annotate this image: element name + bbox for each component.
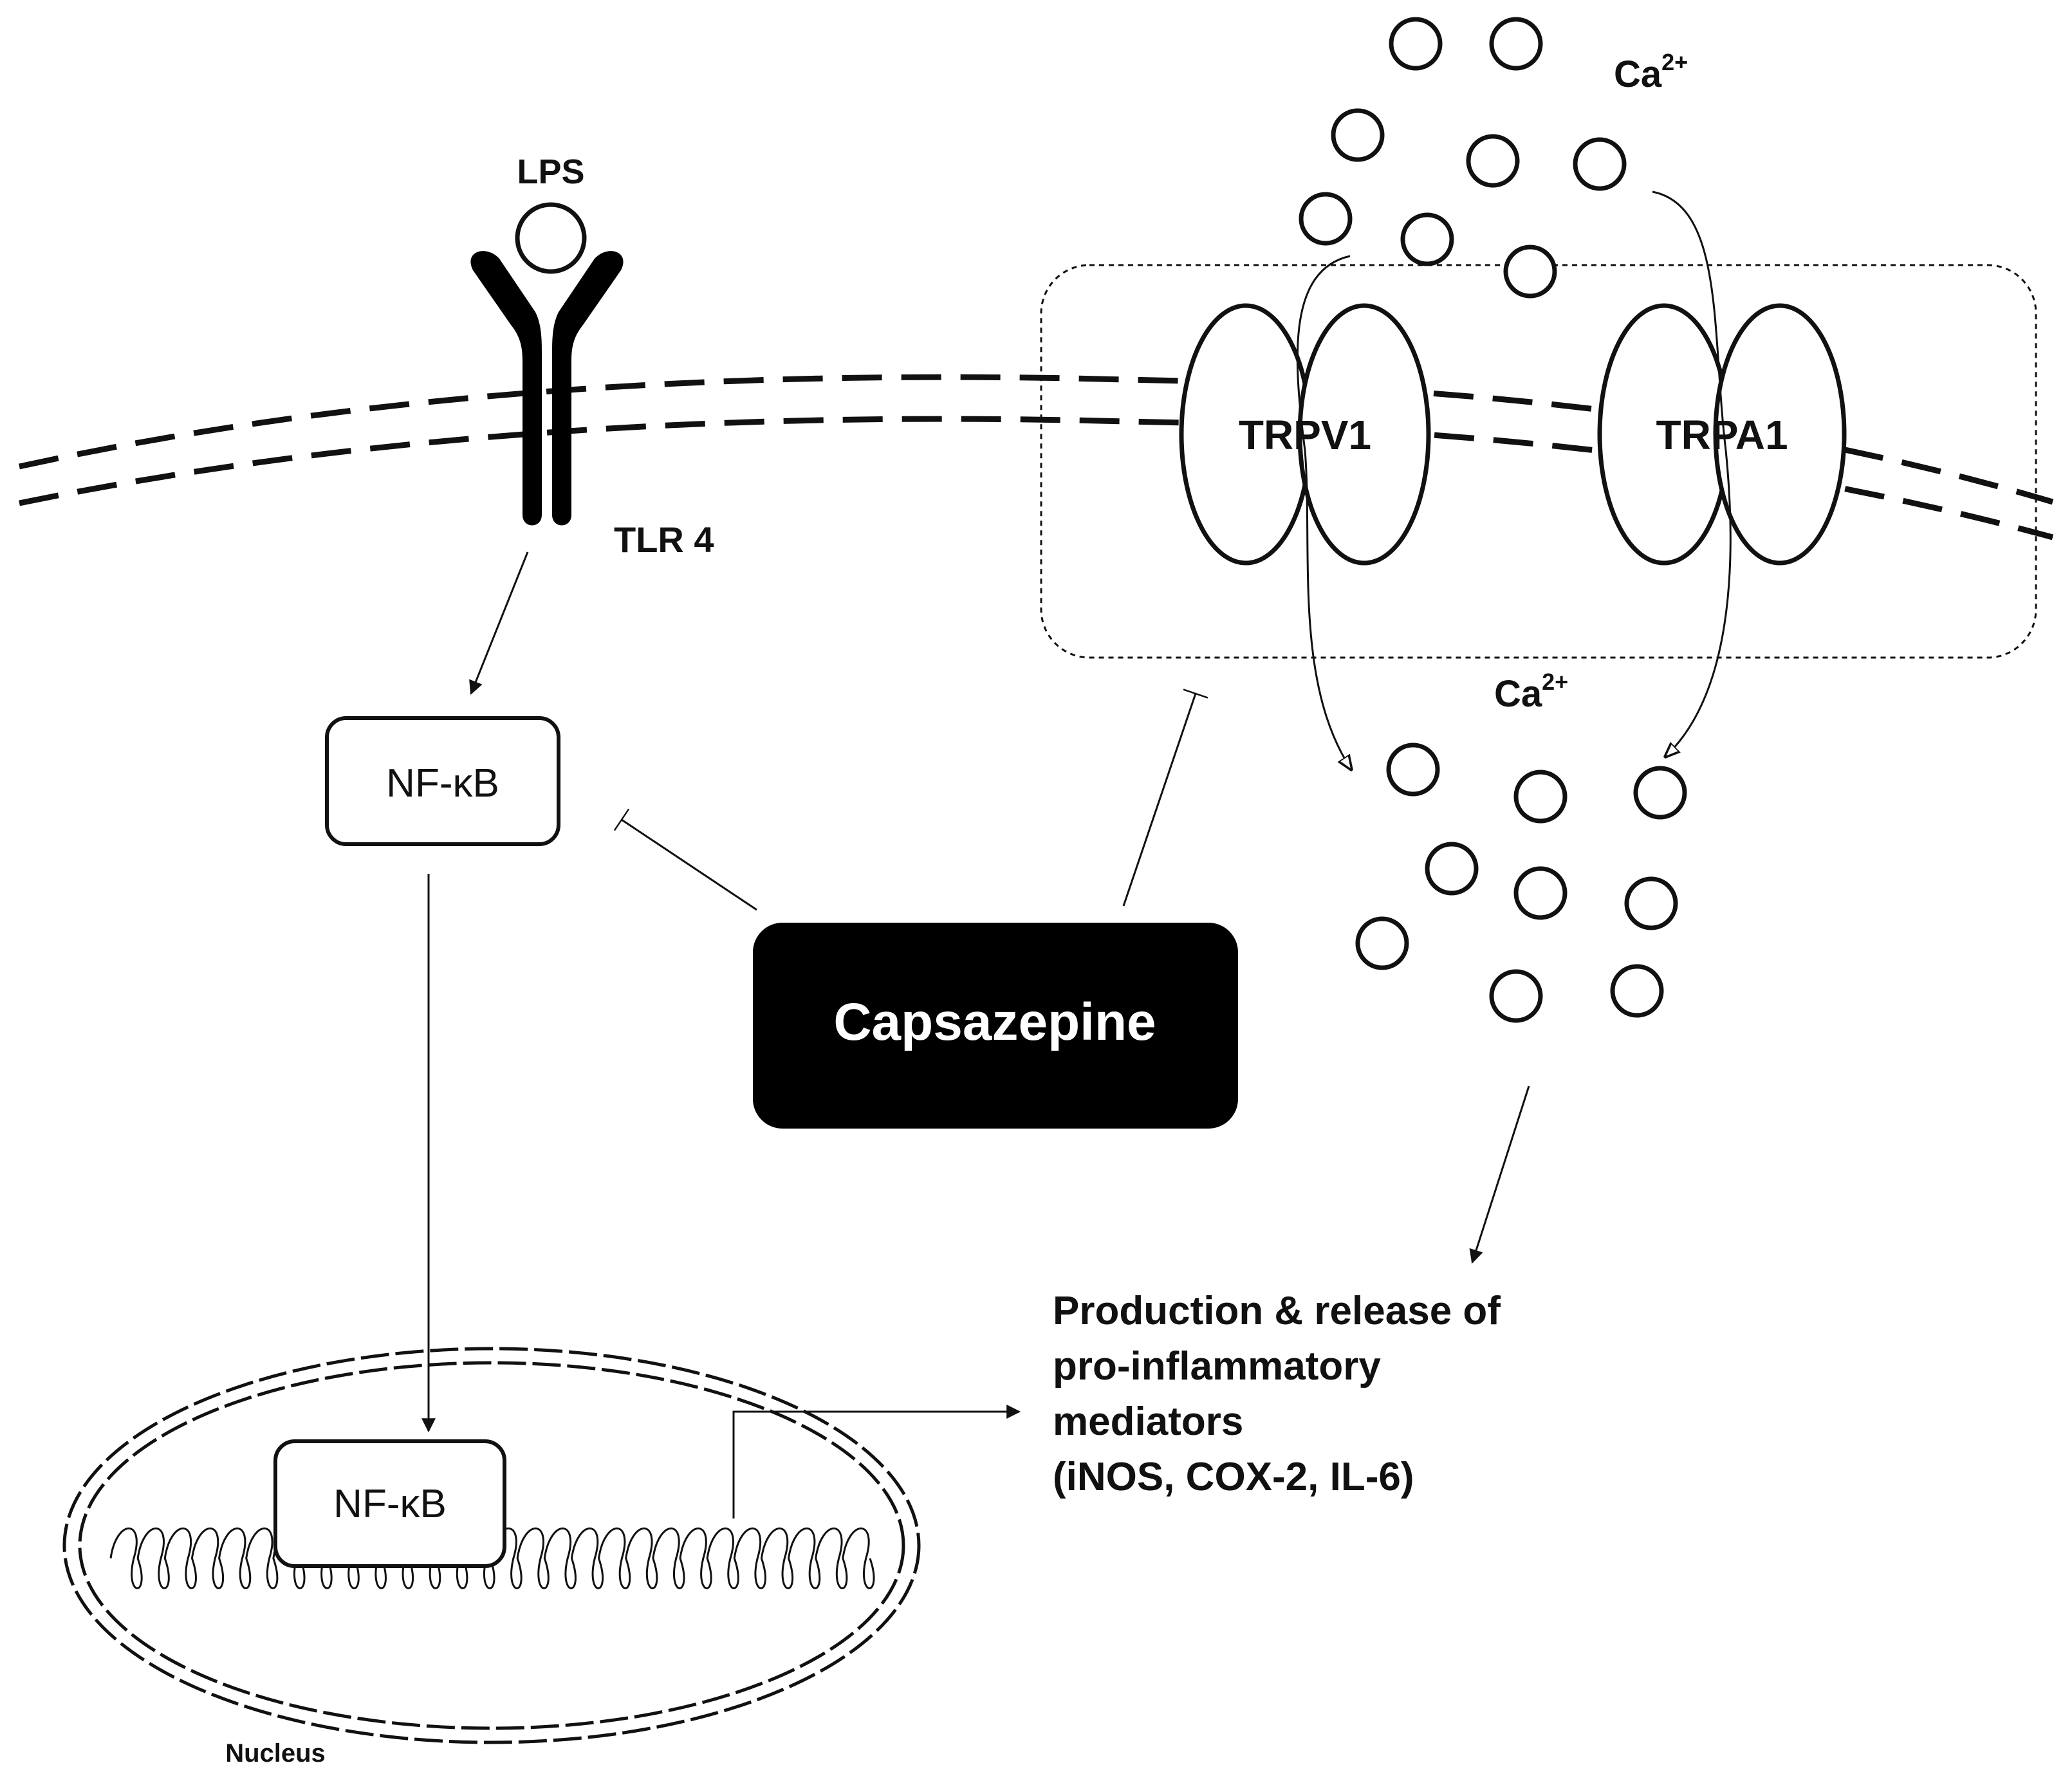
mediators-line-3: mediators bbox=[1053, 1399, 1243, 1444]
calcium-ion bbox=[1573, 137, 1627, 191]
mediators-line-1: Production & release of bbox=[1053, 1289, 1501, 1333]
calcium-ion bbox=[1299, 192, 1353, 246]
calcium-to-mediators-arrow bbox=[1469, 1085, 1530, 1264]
calcium-ion bbox=[1513, 866, 1568, 920]
nfkb-nucleus-label: NF-κB bbox=[333, 1482, 447, 1526]
calcium-label-base: Ca bbox=[1494, 673, 1542, 715]
nfkb-cytoplasm-frame bbox=[325, 716, 560, 846]
calcium-label-superscript: 2+ bbox=[1542, 669, 1568, 695]
calcium-ion bbox=[1633, 766, 1687, 820]
lps-molecule bbox=[515, 202, 587, 274]
nucleus-outer-membrane bbox=[62, 1347, 921, 1744]
capsazepine-frame bbox=[753, 923, 1238, 1129]
calcium-ion bbox=[1513, 770, 1568, 824]
nucleus bbox=[62, 1347, 921, 1744]
capsazepine-inhibits-channels bbox=[1122, 688, 1208, 907]
calcium-ion bbox=[1425, 842, 1479, 896]
nfkb-nucleus-frame bbox=[273, 1439, 506, 1568]
nfkb-nucleus-box: NF-κB bbox=[273, 1439, 506, 1568]
calcium-ions-extracellular bbox=[1299, 17, 1627, 299]
calcium-ion bbox=[1466, 134, 1520, 188]
nfkb-cytoplasm-label: NF-κB bbox=[386, 761, 499, 806]
trpv1-channel: TRPV1 bbox=[1179, 303, 1431, 566]
capsazepine-box: Capsazepine bbox=[753, 923, 1238, 1129]
calcium-label-intracellular: Ca2+ bbox=[1494, 669, 1568, 715]
tlr4-to-nfkb-arrow bbox=[469, 551, 529, 696]
trpv1-right-lobe bbox=[1297, 303, 1431, 566]
calcium-influx-arrow-trpv1 bbox=[1296, 255, 1351, 770]
calcium-ion bbox=[1489, 17, 1543, 71]
calcium-influx-arrow-trpa1 bbox=[1652, 190, 1732, 757]
lps-label: LPS bbox=[517, 152, 584, 191]
calcium-label-superscript: 2+ bbox=[1661, 49, 1688, 75]
calcium-ions-intracellular bbox=[1355, 743, 1687, 1023]
mediators-line-2: pro-inflammatory bbox=[1053, 1344, 1381, 1389]
nucleus-label: Nucleus bbox=[225, 1739, 326, 1767]
calcium-ion bbox=[1503, 245, 1557, 299]
calcium-ion bbox=[1355, 916, 1409, 970]
tlr4-label: TLR 4 bbox=[614, 519, 714, 560]
trpa1-channel: TRPA1 bbox=[1597, 303, 1847, 566]
calcium-ion bbox=[1389, 17, 1443, 71]
calcium-ion bbox=[1331, 108, 1385, 162]
calcium-label-extracellular: Ca2+ bbox=[1614, 49, 1688, 95]
nucleus-inner-membrane bbox=[78, 1361, 905, 1730]
calcium-label-base: Ca bbox=[1614, 53, 1662, 95]
calcium-ion bbox=[1400, 212, 1454, 266]
mediators-line-4: (iNOS, COX-2, IL-6) bbox=[1053, 1455, 1414, 1499]
tlr4-right-arm bbox=[552, 251, 624, 526]
capsazepine-label: Capsazepine bbox=[833, 993, 1156, 1051]
trpa1-right-lobe bbox=[1713, 303, 1847, 566]
tlr4-receptor bbox=[470, 251, 624, 526]
tlr4-left-arm bbox=[470, 251, 542, 526]
calcium-ion bbox=[1386, 743, 1440, 797]
calcium-ion bbox=[1624, 876, 1678, 930]
nfkb-cytoplasm-box: NF-κB bbox=[325, 716, 560, 846]
calcium-ion bbox=[1489, 969, 1543, 1023]
transcription-arrow bbox=[732, 1405, 1021, 1518]
capsazepine-inhibits-nfkb bbox=[613, 808, 757, 911]
calcium-ion bbox=[1610, 964, 1664, 1018]
